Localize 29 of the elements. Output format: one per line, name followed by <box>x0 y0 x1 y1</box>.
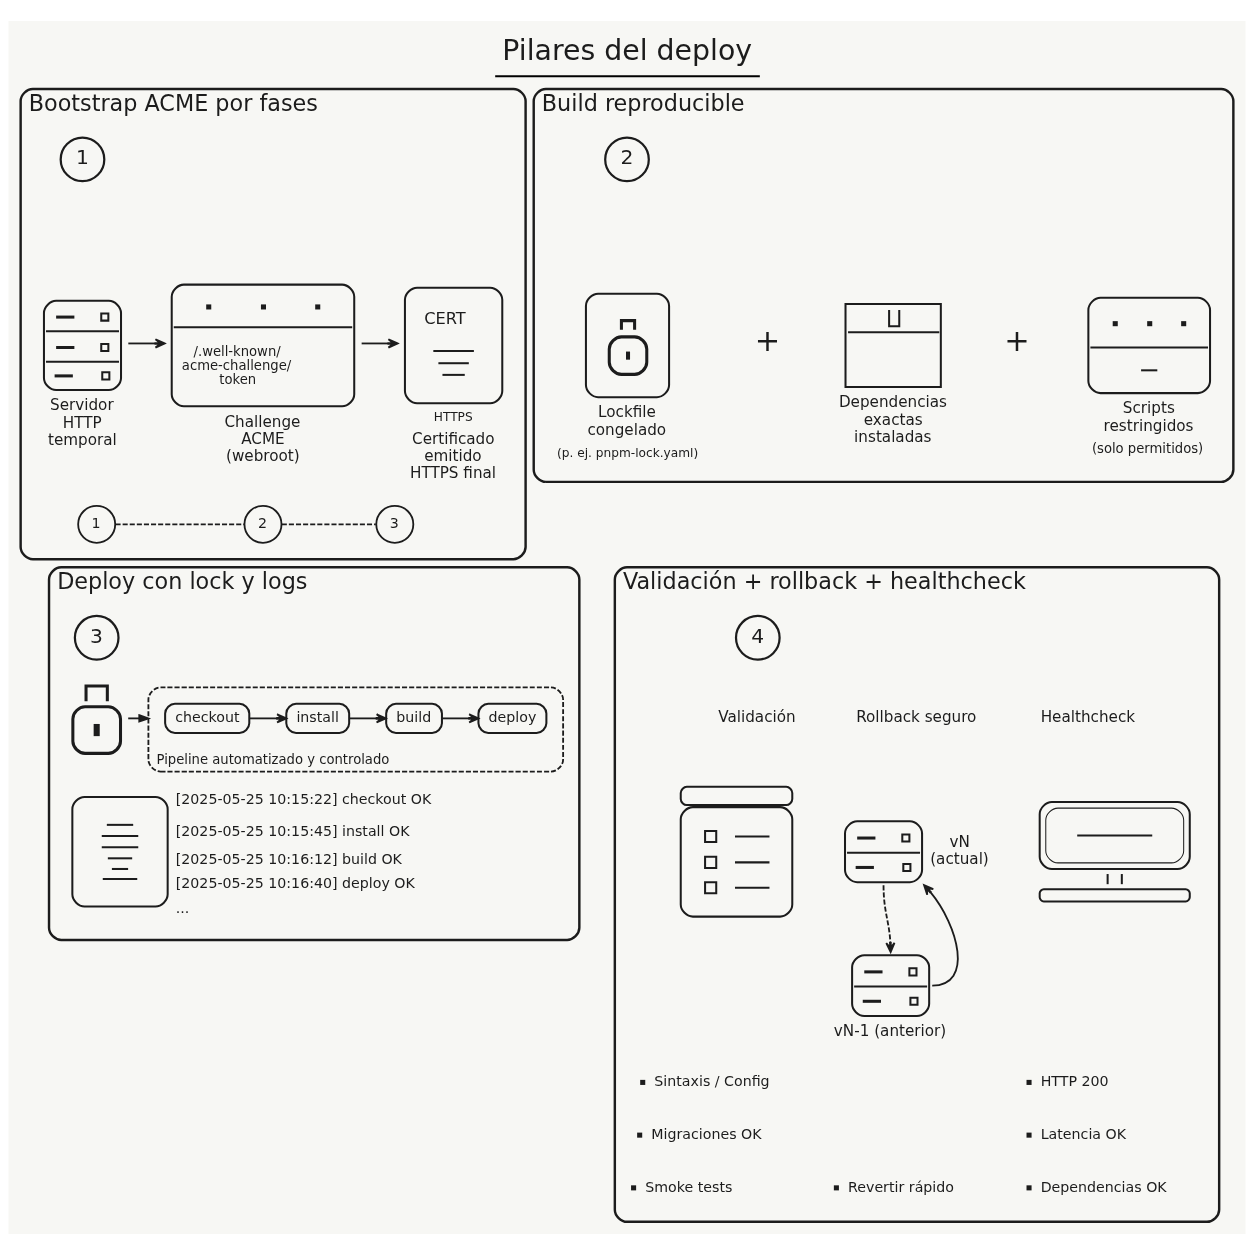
label: Revertir rápido <box>848 1178 954 1195</box>
node-label: [2025-05-25 10:16:40] deploy OK <box>175 874 415 891</box>
label: HTTP 200 <box>1040 1072 1109 1089</box>
label: + <box>1004 322 1030 358</box>
diagram-title: Pilares del deploy <box>502 33 753 67</box>
label: Smoke tests <box>645 1178 733 1195</box>
node-label: vN-1 (anterior) <box>833 1021 947 1040</box>
node-label: vN (actual) <box>930 832 989 868</box>
node-label: [2025-05-25 10:15:22] checkout OK <box>175 790 432 807</box>
label: Rollback seguro <box>856 707 977 726</box>
label: Dependencias OK <box>1040 1178 1167 1195</box>
node-label: Dependencias exactas instaladas <box>838 392 947 446</box>
node-label: Servidor HTTP temporal <box>48 395 117 449</box>
label: Healthcheck <box>1040 707 1136 726</box>
node-label: Certificado emitido HTTPS final <box>410 429 497 482</box>
node-label: HTTPS <box>433 409 473 424</box>
label: Migraciones OK <box>651 1125 762 1142</box>
node-label: [2025-05-25 10:15:45] install OK <box>175 822 410 839</box>
node-label: (solo permitidos) <box>1091 440 1204 456</box>
node-label: (p. ej. pnpm-lock.yaml) <box>557 445 699 460</box>
label: Latencia OK <box>1040 1125 1127 1142</box>
node-label: ... <box>175 899 190 916</box>
label: Sintaxis / Config <box>654 1072 770 1089</box>
node-label: Lockfile congelado <box>587 402 667 439</box>
node-label: Challenge ACME (webroot) <box>224 412 301 465</box>
label: + <box>754 322 781 358</box>
node-label: Scripts restringidos <box>1103 398 1194 435</box>
node-label: [2025-05-25 10:16:12] build OK <box>175 850 402 867</box>
label: Validación <box>718 707 796 726</box>
